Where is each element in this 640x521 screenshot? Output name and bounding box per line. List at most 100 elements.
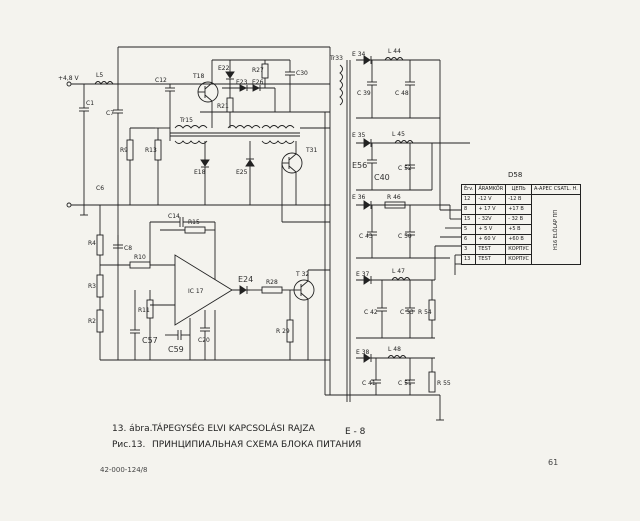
r55-label: R 55 [437, 380, 451, 387]
r11-label: R11 [138, 307, 150, 314]
e35-label: E 35 [352, 132, 366, 139]
c30-label: C30 [296, 70, 308, 77]
ic17-label: IC 17 [188, 288, 204, 295]
c6-label: C6 [96, 185, 104, 192]
caption-ru-text: ПРИНЦИПИАЛЬНАЯ СХЕМА БЛОКА ПИТАНИЯ [152, 440, 362, 450]
table-row: 13 TEST КОРПУС [460, 254, 581, 265]
e56-label: E56 [352, 161, 367, 170]
tr33-label: Tr33 [329, 55, 343, 62]
e34-label: E 34 [352, 51, 366, 58]
pin-cell: 5 [460, 224, 477, 235]
c1-label: C1 [86, 100, 94, 107]
c40-label: C40 [374, 173, 390, 182]
table-row: 12 -12 V -12 B H16 ELŐLAP ПП [460, 194, 581, 265]
pin-cell: 6 [460, 234, 477, 245]
r10-label: R10 [134, 254, 146, 261]
pin-cell: 13 [460, 254, 477, 265]
hu-cell: + 17 V [475, 204, 507, 215]
ru-cell: +17 B [505, 204, 533, 215]
c20-label: C20 [198, 337, 210, 344]
table-header-ru: ЦЕПЬ [505, 184, 533, 195]
l5-label: L5 [96, 72, 103, 79]
c41-label: C 41 [362, 380, 376, 387]
c51-label: C 51 [398, 380, 412, 387]
e23-label: E23 [236, 79, 248, 86]
c12-label: C12 [155, 77, 167, 84]
r2-label: R2 [88, 318, 96, 325]
hu-cell: - 32V [475, 214, 507, 225]
e25-label: E25 [236, 169, 248, 176]
hu-cell: TEST [475, 244, 507, 255]
l47-label: L 47 [392, 268, 405, 275]
ru-cell: - 32 B [505, 214, 533, 225]
side-label: H16 ELŐLAP ПП [531, 194, 581, 265]
figure-reference: E - 8 [345, 427, 366, 437]
t32-label: T 32 [295, 271, 309, 278]
caption-ru: Рис.13. ПРИНЦИПИАЛЬНАЯ СХЕМА БЛОКА ПИТАНИ… [112, 440, 361, 450]
page-number: 61 [548, 458, 559, 467]
c50-label: C 50 [398, 233, 412, 240]
e18-label: E18 [194, 169, 206, 176]
hu-cell: + 5 V [475, 224, 507, 235]
d58-title: D58 [508, 171, 523, 179]
r4-label: R4 [88, 240, 96, 247]
caption-ru-number: Рис.13. [112, 440, 146, 450]
table-header-pin: Érv. [460, 184, 477, 195]
e37-label: E 37 [356, 271, 370, 278]
r15-label: R15 [188, 219, 200, 226]
c57-label: C57 [142, 336, 158, 345]
r9-label: R9 [120, 147, 128, 154]
l48-label: L 48 [388, 346, 401, 353]
r54-label: R 54 [418, 309, 432, 316]
table-header-hu: ÁRAMKÖR [475, 184, 507, 195]
r28-label: R28 [266, 279, 278, 286]
e22-label: E22 [218, 65, 230, 72]
pin-cell: 12 [460, 194, 477, 205]
caption-hu-number: 13. ábra. [112, 424, 153, 434]
l44-label: L 44 [388, 48, 401, 55]
ru-cell: КОРПУС [505, 254, 533, 265]
table-header-conn: A-APEC CSATL. H. [531, 184, 581, 195]
r27-label: R27 [252, 67, 264, 74]
e26-label: E26 [252, 79, 264, 86]
caption-hu-text: TÁPEGYSÉG ELVI KAPCSOLÁSI RAJZA [152, 424, 315, 434]
c59-label: C59 [168, 345, 184, 354]
pin-cell: 15 [460, 214, 477, 225]
pin-cell: 3 [460, 244, 477, 255]
hu-cell: TEST [475, 254, 507, 265]
side-code: H16 [552, 239, 559, 250]
c7-label: C7 [106, 110, 114, 117]
c8-label: C8 [124, 245, 132, 252]
l45-label: L 45 [392, 131, 405, 138]
t18-label: T18 [192, 73, 204, 80]
hu-cell: + 60 V [475, 234, 507, 245]
table-header-row: Érv. ÁRAMKÖR ЦЕПЬ A-APEC CSATL. H. [460, 184, 581, 195]
tr15-label: Tr15 [179, 117, 193, 124]
e36-label: E 36 [352, 194, 366, 201]
e24-label: E24 [238, 275, 253, 284]
r46-label: R 46 [387, 194, 401, 201]
c52-label: C 52 [398, 165, 412, 172]
ru-cell: -12 B [505, 194, 533, 205]
ru-cell: КОРПУС [505, 244, 533, 255]
r3-label: R3 [88, 283, 96, 290]
r21-label: R21 [217, 103, 229, 110]
r29-label: R 29 [276, 328, 290, 335]
t31-label: T31 [305, 147, 317, 154]
caption-hu: 13. ábra.TÁPEGYSÉG ELVI KAPCSOLÁSI RAJZA [112, 424, 315, 434]
ru-cell: +60 B [505, 234, 533, 245]
c48-label: C 48 [395, 90, 409, 97]
side-text: ELŐLAP ПП [552, 209, 559, 238]
d58-connector-table: Érv. ÁRAMKÖR ЦЕПЬ A-APEC CSATL. H. 12 -1… [460, 184, 581, 265]
c42-label: C 42 [364, 309, 378, 316]
c53-label: C 53 [400, 309, 414, 316]
c39-label: C 39 [357, 90, 371, 97]
e38-label: E 38 [356, 349, 370, 356]
ru-cell: +5 B [505, 224, 533, 235]
document-code: 42-000-124/8 [100, 466, 148, 474]
input-voltage-label: +4,8 V [58, 75, 79, 82]
c14-label: C14 [168, 213, 180, 220]
pin-cell: 8 [460, 204, 477, 215]
hu-cell: -12 V [475, 194, 507, 205]
